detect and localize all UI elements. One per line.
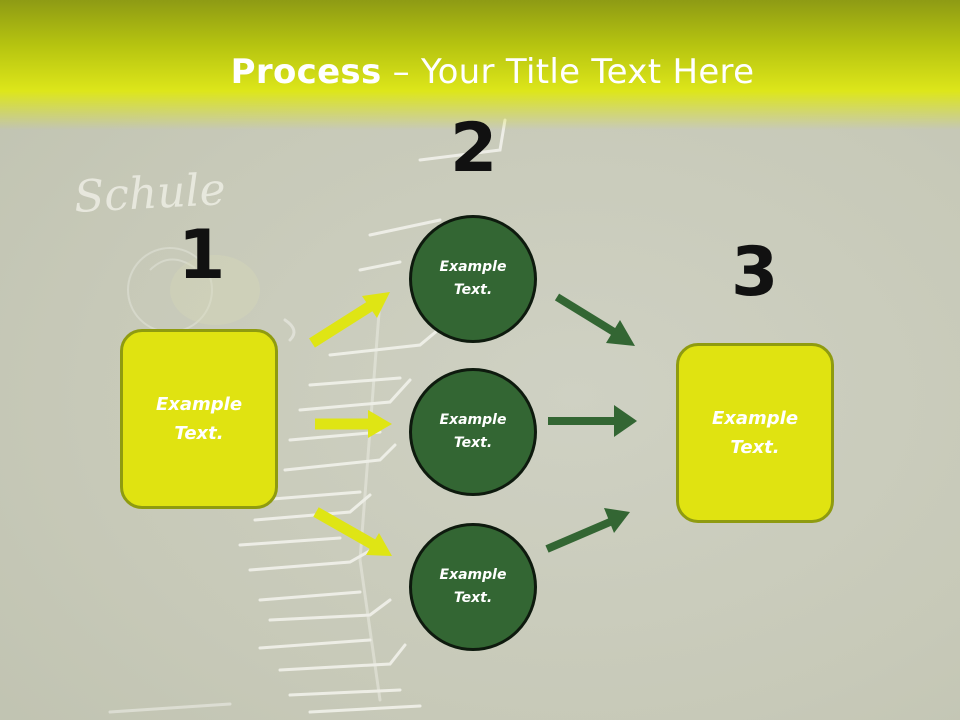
arrow-to-circle-2 bbox=[315, 410, 392, 438]
title-rest: – Your Title Text Here bbox=[381, 52, 755, 92]
circle-2-text: Example Text. bbox=[439, 412, 507, 451]
circle-2[interactable]: Example Text. bbox=[409, 368, 537, 496]
step-number-1: 1 bbox=[178, 216, 226, 295]
title-bold: Process bbox=[230, 52, 382, 92]
arrow-to-circle-1 bbox=[309, 292, 390, 348]
arrow-from-circle-2 bbox=[548, 405, 637, 437]
step-number-3: 3 bbox=[731, 233, 779, 312]
slide-title: Process – Your Title Text Here bbox=[0, 52, 960, 92]
step-1-text: Example Text. bbox=[155, 394, 243, 444]
header-band bbox=[0, 0, 960, 130]
circle-1[interactable]: Example Text. bbox=[409, 215, 537, 343]
step-3-box[interactable]: Example Text. bbox=[676, 343, 834, 523]
circle-1-text: Example Text. bbox=[439, 259, 507, 298]
step-1-box[interactable]: Example Text. bbox=[120, 329, 278, 509]
arrow-from-circle-1 bbox=[554, 293, 635, 346]
arrow-from-circle-3 bbox=[545, 508, 630, 553]
circle-3-text: Example Text. bbox=[439, 567, 507, 606]
circle-3[interactable]: Example Text. bbox=[409, 523, 537, 651]
step-3-text: Example Text. bbox=[711, 408, 799, 458]
step-number-2: 2 bbox=[450, 109, 498, 188]
arrow-to-circle-3 bbox=[313, 507, 392, 556]
